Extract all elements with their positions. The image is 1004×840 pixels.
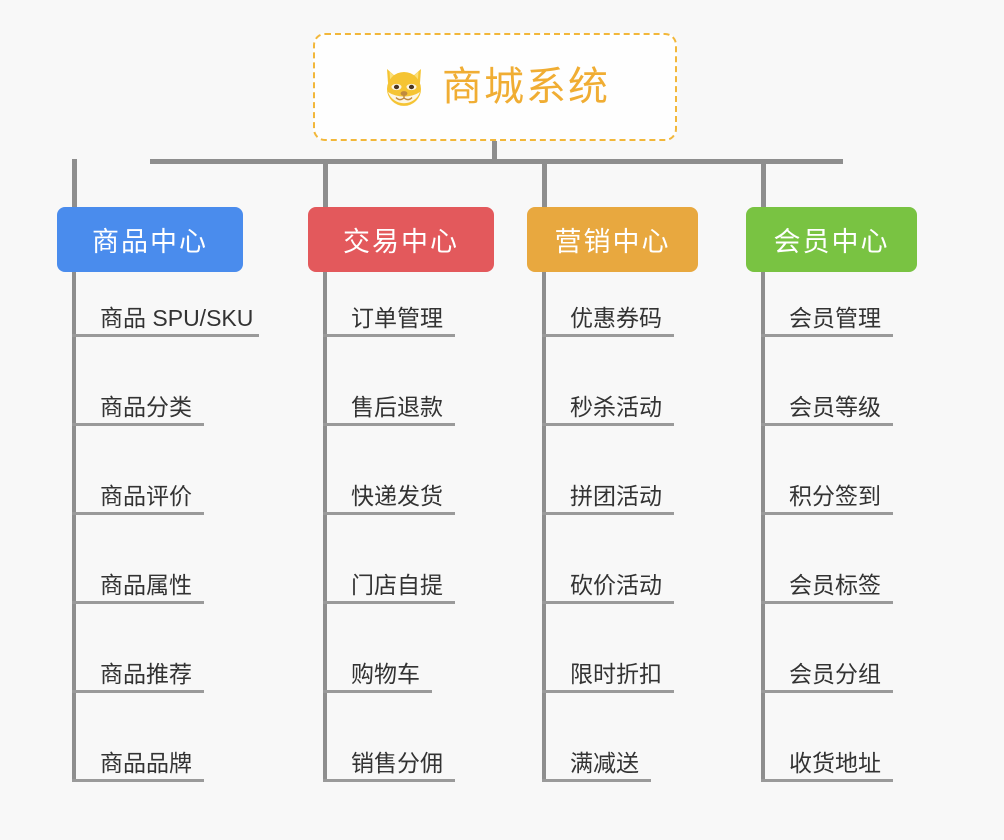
leaf-rule xyxy=(542,512,674,515)
leaf-label: 商品分类 xyxy=(100,393,192,420)
leaf-rule xyxy=(761,690,893,693)
leaf-label: 会员等级 xyxy=(789,393,881,420)
branch-bus-connector xyxy=(150,159,843,164)
leaf-label: 积分签到 xyxy=(789,482,881,509)
leaf-label: 售后退款 xyxy=(351,393,443,420)
branch-spine xyxy=(761,272,765,782)
leaf-label: 限时折扣 xyxy=(570,660,662,687)
leaf-rule xyxy=(72,334,259,337)
leaf-rule xyxy=(542,779,651,782)
branch-spine xyxy=(323,272,327,782)
leaf-rule xyxy=(72,512,204,515)
leaf-label: 砍价活动 xyxy=(570,571,662,598)
leaf-label: 商品评价 xyxy=(100,482,192,509)
leaf-label: 购物车 xyxy=(351,660,420,687)
branch-header-3[interactable]: 营销中心 xyxy=(527,207,698,272)
leaf-rule xyxy=(761,779,893,782)
branch-drop-connector xyxy=(542,159,547,207)
branch-header-1[interactable]: 商品中心 xyxy=(57,207,243,272)
leaf-label: 满减送 xyxy=(570,749,639,776)
leaf-rule xyxy=(323,779,455,782)
leaf-label: 收货地址 xyxy=(789,749,881,776)
leaf-rule xyxy=(72,690,204,693)
leaf-label: 门店自提 xyxy=(351,571,443,598)
branch-header-4[interactable]: 会员中心 xyxy=(746,207,917,272)
leaf-rule xyxy=(761,512,893,515)
leaf-label: 优惠券码 xyxy=(570,304,662,331)
leaf-rule xyxy=(323,601,455,604)
leaf-label: 会员分组 xyxy=(789,660,881,687)
leaf-rule xyxy=(72,779,204,782)
leaf-label: 订单管理 xyxy=(351,304,443,331)
leaf-rule xyxy=(542,423,674,426)
branch-drop-connector xyxy=(72,159,77,207)
leaf-label: 快递发货 xyxy=(351,482,443,509)
leaf-label: 商品推荐 xyxy=(100,660,192,687)
leaf-rule xyxy=(323,690,432,693)
leaf-rule xyxy=(542,690,674,693)
leaf-rule xyxy=(72,423,204,426)
leaf-label: 会员标签 xyxy=(789,571,881,598)
root-stub-connector xyxy=(492,141,497,163)
leaf-rule xyxy=(323,423,455,426)
leaf-label: 商品属性 xyxy=(100,571,192,598)
leaf-rule xyxy=(542,334,674,337)
leaf-rule xyxy=(761,423,893,426)
dog-face-icon xyxy=(380,63,428,111)
leaf-rule xyxy=(542,601,674,604)
leaf-label: 销售分佣 xyxy=(351,749,443,776)
leaf-rule xyxy=(761,601,893,604)
leaf-rule xyxy=(761,334,893,337)
root-title: 商城系统 xyxy=(442,65,610,109)
leaf-rule xyxy=(72,601,204,604)
branch-drop-connector xyxy=(761,159,766,207)
leaf-label: 拼团活动 xyxy=(570,482,662,509)
branch-spine xyxy=(542,272,546,782)
leaf-label: 商品 SPU/SKU xyxy=(100,304,254,331)
leaf-label: 秒杀活动 xyxy=(570,393,662,420)
branch-header-2[interactable]: 交易中心 xyxy=(308,207,494,272)
leaf-label: 会员管理 xyxy=(789,304,881,331)
root-node[interactable]: 商城系统 xyxy=(313,33,677,141)
leaf-label: 商品品牌 xyxy=(100,749,192,776)
leaf-rule xyxy=(323,334,455,337)
branch-spine xyxy=(72,272,76,782)
leaf-rule xyxy=(323,512,455,515)
branch-drop-connector xyxy=(323,159,328,207)
